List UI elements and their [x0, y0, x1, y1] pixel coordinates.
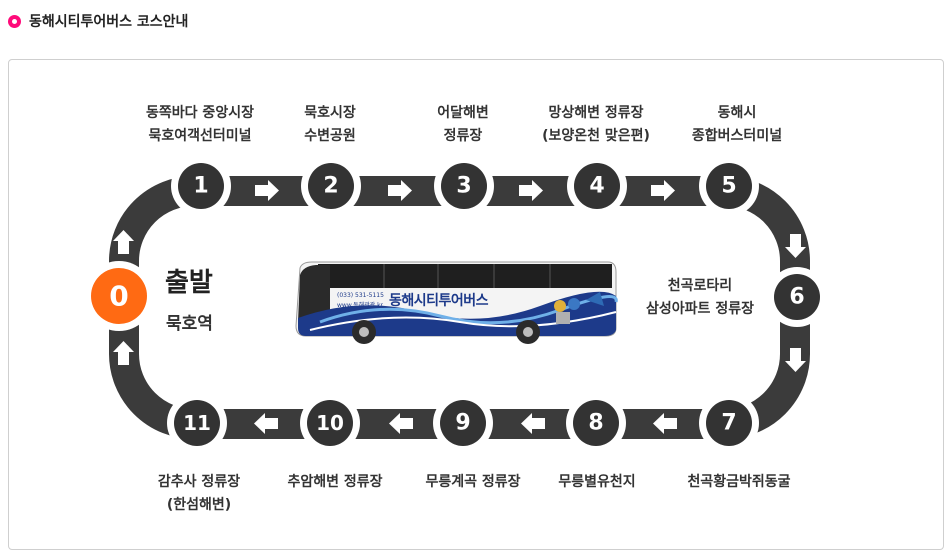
direction-arrows [113, 180, 806, 434]
stop-10-label: 추암해변 정류장 [287, 471, 382, 494]
stop-4-line-2: (보양온천 맞은편) [542, 128, 650, 144]
stop-node-circle [178, 163, 224, 209]
stop-5-line-2: 종합버스터미널 [691, 128, 783, 144]
arrow-down-icon [785, 348, 806, 372]
stop-2-line-1: 묵호시장 [304, 105, 356, 121]
stop-2-label: 묵호시장 수변공원 [304, 102, 356, 148]
stop-number: 7 [721, 411, 736, 436]
stop-5-line-1: 동해시 [717, 105, 757, 121]
stop-number: 9 [455, 411, 470, 436]
stop-1-line-2: 묵호여객선터미널 [148, 128, 252, 144]
stop-node-6: 6 [767, 267, 827, 327]
page-title: 동해시티투어버스 코스안내 [29, 14, 189, 30]
stop-node-circle [441, 163, 487, 209]
arrow-left-icon [254, 413, 278, 434]
stop-1-label: 동쪽바다 중앙시장 묵호여객선터미널 [146, 102, 254, 148]
stop-3-line-1: 어달해변 [437, 105, 489, 121]
stop-node-circle [307, 400, 353, 446]
stop-number: 6 [789, 285, 804, 310]
stop-number: 3 [456, 174, 471, 199]
stop-4-line-1: 망상해변 정류장 [548, 105, 644, 121]
stop-4-label: 망상해변 정류장 (보양온천 맞은편) [542, 102, 650, 148]
stop-8-label: 무릉별유천지 [558, 471, 635, 494]
stop-node-0: 0 [84, 261, 154, 331]
stop-node-9: 9 [433, 393, 493, 453]
stop-node-circle [774, 274, 820, 320]
stop-number: 5 [721, 174, 736, 199]
stop-7-label: 천곡황금박쥐동굴 [687, 471, 790, 494]
start-title: 출발 [165, 268, 213, 298]
stop-10-line-1: 추암해변 정류장 [287, 474, 383, 490]
stop-node-circle [573, 400, 619, 446]
stop-number: 2 [323, 174, 338, 199]
stop-9-line-1: 무릉계곡 정류장 [425, 474, 521, 490]
stop-3-label: 어달해변 정류장 [437, 102, 489, 148]
bus-phone: (033) 531-5115 [337, 292, 384, 299]
stop-node-circle [574, 163, 620, 209]
bus-illustration [295, 261, 618, 344]
arrow-up-icon [113, 341, 134, 365]
arrow-left-icon [521, 413, 545, 434]
stop-node-circle [440, 400, 486, 446]
stop-node-7: 7 [699, 393, 759, 453]
stop-2-line-2: 수변공원 [304, 128, 356, 144]
arrow-right-icon [255, 180, 279, 201]
arrow-right-icon [651, 180, 675, 201]
bus-name: 동해시티투어버스 [389, 293, 489, 309]
stop-node-2: 2 [301, 156, 361, 216]
stop-number: 0 [109, 280, 128, 313]
arrow-right-icon [388, 180, 412, 201]
stop-6-line-2: 삼성아파트 정류장 [646, 301, 754, 317]
arrow-left-icon [653, 413, 677, 434]
stop-node-10: 10 [300, 393, 360, 453]
stop-number: 11 [183, 411, 211, 435]
stop-number: 1 [193, 174, 208, 199]
stop-11-line-2: (한섬해변) [166, 497, 232, 513]
stop-node-circle [706, 400, 752, 446]
stop-node-circle [91, 268, 147, 324]
stop-number: 4 [589, 174, 604, 199]
arrow-up-icon [113, 230, 134, 254]
stop-6-line-1: 천곡로타리 [667, 278, 733, 294]
stop-11-label: 감추사 정류장 (한섬해변) [158, 471, 240, 517]
stop-node-circle [308, 163, 354, 209]
section-header: 동해시티투어버스 코스안내 [8, 10, 188, 32]
stop-node-8: 8 [566, 393, 626, 453]
stop-number: 10 [316, 411, 344, 435]
stop-7-line-1: 천곡황금박쥐동굴 [687, 474, 791, 490]
arrow-right-icon [519, 180, 543, 201]
stop-node-5: 5 [699, 156, 759, 216]
arrow-down-icon [785, 234, 806, 258]
arrow-left-icon [389, 413, 413, 434]
bullet-icon [8, 14, 21, 28]
stop-5-label: 동해시 종합버스터미널 [692, 102, 782, 148]
start-station: 묵호역 [166, 314, 213, 334]
stop-node-1: 1 [171, 156, 231, 216]
stop-1-line-1: 동쪽바다 중앙시장 [146, 105, 254, 121]
stop-11-line-1: 감추사 정류장 [157, 474, 241, 490]
stop-8-line-1: 무릉별유천지 [558, 474, 636, 490]
stop-node-11: 11 [167, 393, 227, 453]
stop-6-label: 천곡로타리 삼성아파트 정류장 [646, 275, 754, 321]
stop-number: 8 [588, 411, 603, 436]
bus-url: www.동해관광.kr [337, 302, 384, 309]
stop-node-3: 3 [434, 156, 494, 216]
stop-3-line-2: 정류장 [443, 128, 483, 144]
stop-node-4: 4 [567, 156, 627, 216]
stop-node-circle [174, 400, 220, 446]
stop-9-label: 무릉계곡 정류장 [425, 471, 520, 494]
stop-node-circle [706, 163, 752, 209]
